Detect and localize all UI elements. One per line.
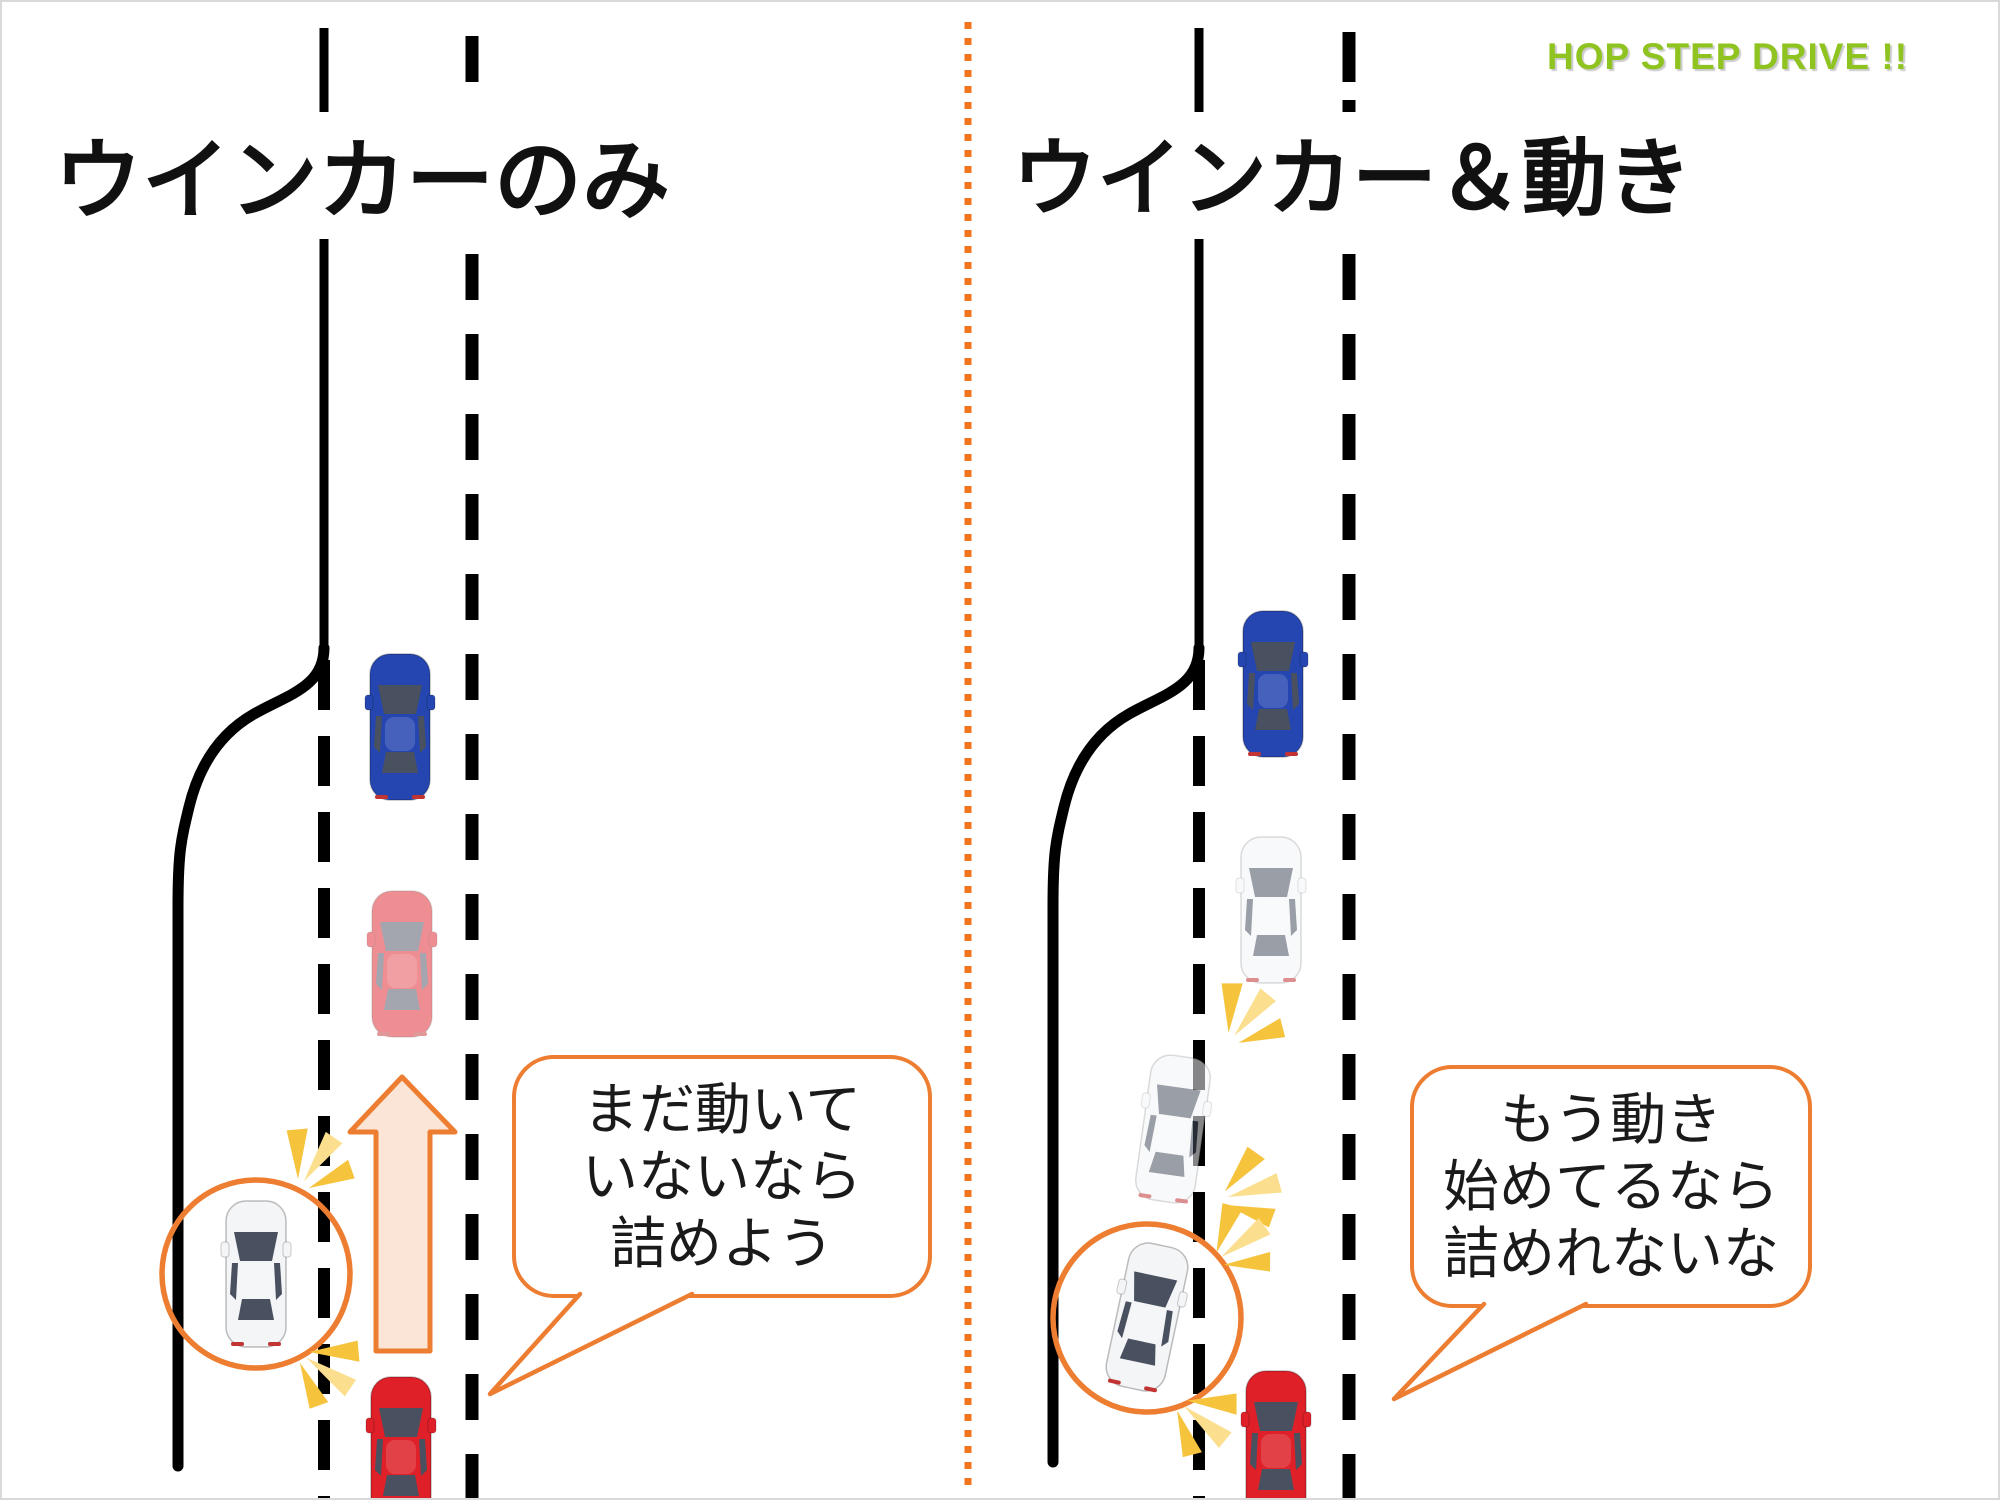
left-road [172,28,479,1498]
right-panel-title: ウインカー＆動き [1012,132,1693,227]
right-bubble-tail [1391,1301,1589,1402]
left-highlight-circle [159,1177,353,1371]
right-bubble-line2: 始めてるなら [1443,1155,1779,1218]
right-ghost-white-car-ahead [1235,836,1307,984]
right-ghost-rear-blinker-flash [1217,1142,1288,1234]
left-speech-bubble: まだ動いて いないなら 詰めよう [512,1055,932,1298]
left-rear-blinker-flash [281,1321,378,1421]
left-bubble-tail [487,1291,695,1397]
right-highlight-circle [1050,1221,1244,1415]
right-ghost-front-blinker-flash [1200,965,1299,1064]
right-signaling-white-car [1096,1237,1198,1397]
move-up-arrow [347,1074,458,1354]
right-blue-car [1237,610,1309,758]
left-merge-curve [172,642,330,1472]
right-bubble-line3: 詰めれないな [1443,1222,1779,1285]
left-blue-car [364,653,436,801]
left-bubble-line2: いないなら [582,1145,862,1208]
right-road [1047,28,1356,1498]
right-circled-front-blinker-flash [1196,1190,1287,1291]
hop-step-drive-logo: HOP STEP DRIVE !! [1547,36,1909,77]
left-bubble-line1: まだ動いて [582,1078,862,1141]
left-front-blinker-flash [267,1110,367,1207]
right-speech-bubble: もう動き 始めてるなら 詰めれないな [1410,1065,1812,1308]
left-signaling-white-car [220,1200,292,1348]
left-red-car [365,1376,437,1498]
right-red-car [1240,1370,1312,1498]
right-merge-curve [1047,642,1205,1468]
right-circled-rear-blinker-flash [1156,1372,1255,1471]
left-panel-title: ウインカーのみ [54,131,671,230]
right-ghost-white-car-merging [1127,1051,1219,1207]
left-bubble-line3: 詰めよう [610,1212,834,1275]
right-bubble-line1: もう動き [1499,1088,1723,1151]
left-ghost-red-car [366,890,438,1038]
